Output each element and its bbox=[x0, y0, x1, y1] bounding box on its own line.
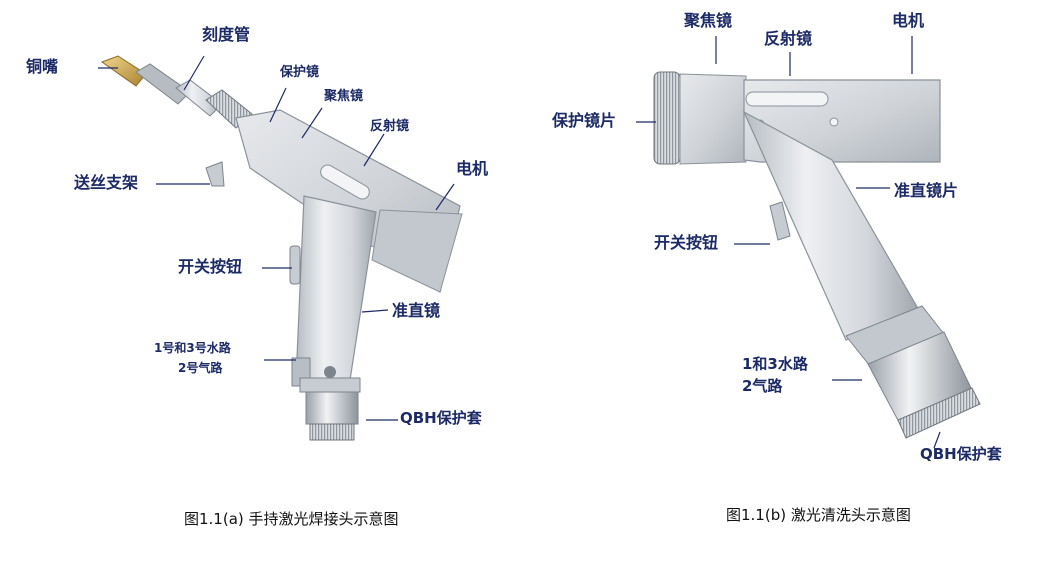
label-scale-tube: 刻度管 bbox=[202, 25, 251, 44]
label-focus-lens: 聚焦镜 bbox=[324, 89, 364, 104]
leader-lines-b bbox=[636, 36, 941, 449]
welding-head-illustration bbox=[100, 55, 463, 441]
label-reflector: 反射镜 bbox=[370, 119, 410, 134]
label-protective-lens-piece: 保护镜片 bbox=[552, 111, 617, 130]
caption-a: 图1.1(a) 手持激光焊接头示意图 bbox=[184, 510, 399, 528]
label-switch-button: 开关按钮 bbox=[178, 257, 243, 276]
label-qbh-cover: QBH保护套 bbox=[400, 409, 482, 427]
label-motor: 电机 bbox=[456, 159, 489, 178]
welding-motor-box bbox=[371, 209, 463, 293]
label-protective-lens: 保护镜 bbox=[280, 65, 320, 80]
nozzle-assembly bbox=[100, 55, 253, 129]
cleaning-head-illustration bbox=[653, 71, 981, 439]
label-reflector-b: 反射镜 bbox=[764, 29, 813, 48]
label-collimator-piece: 准直镜片 bbox=[894, 181, 959, 200]
label-motor-b: 电机 bbox=[892, 11, 925, 30]
label-collimator: 准直镜 bbox=[392, 301, 441, 320]
label-qbh-cover-b: QBH保护套 bbox=[920, 445, 1002, 463]
leader-lines-a bbox=[98, 55, 455, 421]
label-wire-bracket: 送丝支架 bbox=[74, 173, 139, 192]
label-nozzle: 铜嘴 bbox=[26, 57, 59, 76]
label-focus-lens-b: 聚焦镜 bbox=[684, 11, 733, 30]
label-switch-button-b: 开关按钮 bbox=[654, 233, 719, 252]
caption-b: 图1.1(b) 激光清洗头示意图 bbox=[726, 506, 911, 524]
welding-handle bbox=[295, 195, 377, 381]
label-water-line-b: 1和3水路 bbox=[742, 355, 808, 373]
label-water-line: 1号和3号水路 bbox=[154, 341, 231, 355]
label-gas-line-b: 2气路 bbox=[742, 377, 783, 395]
label-gas-line: 2号气路 bbox=[178, 361, 223, 375]
